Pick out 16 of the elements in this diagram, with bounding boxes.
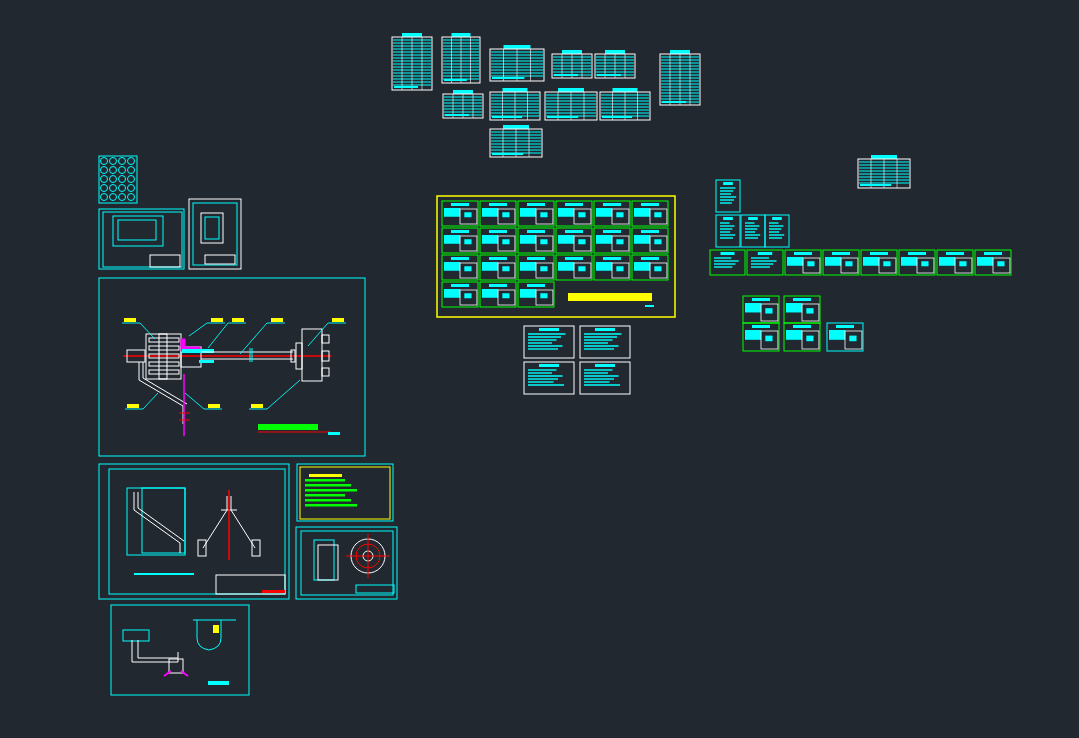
callout-tag [211, 318, 223, 322]
callout-tag [232, 318, 244, 322]
leader-line [188, 322, 226, 337]
leader-line [248, 379, 301, 410]
leader-line [239, 322, 286, 355]
callout-tag [127, 404, 139, 408]
callout-tag [208, 404, 220, 408]
leader-line [307, 322, 347, 347]
callout-tag [332, 318, 344, 322]
leader-line [184, 392, 223, 410]
callout-tag [251, 404, 263, 408]
leader-line [207, 322, 247, 349]
leader-line [124, 392, 159, 410]
callout-tag [271, 318, 283, 322]
callout-tag [124, 318, 136, 322]
leader-line [121, 322, 156, 340]
